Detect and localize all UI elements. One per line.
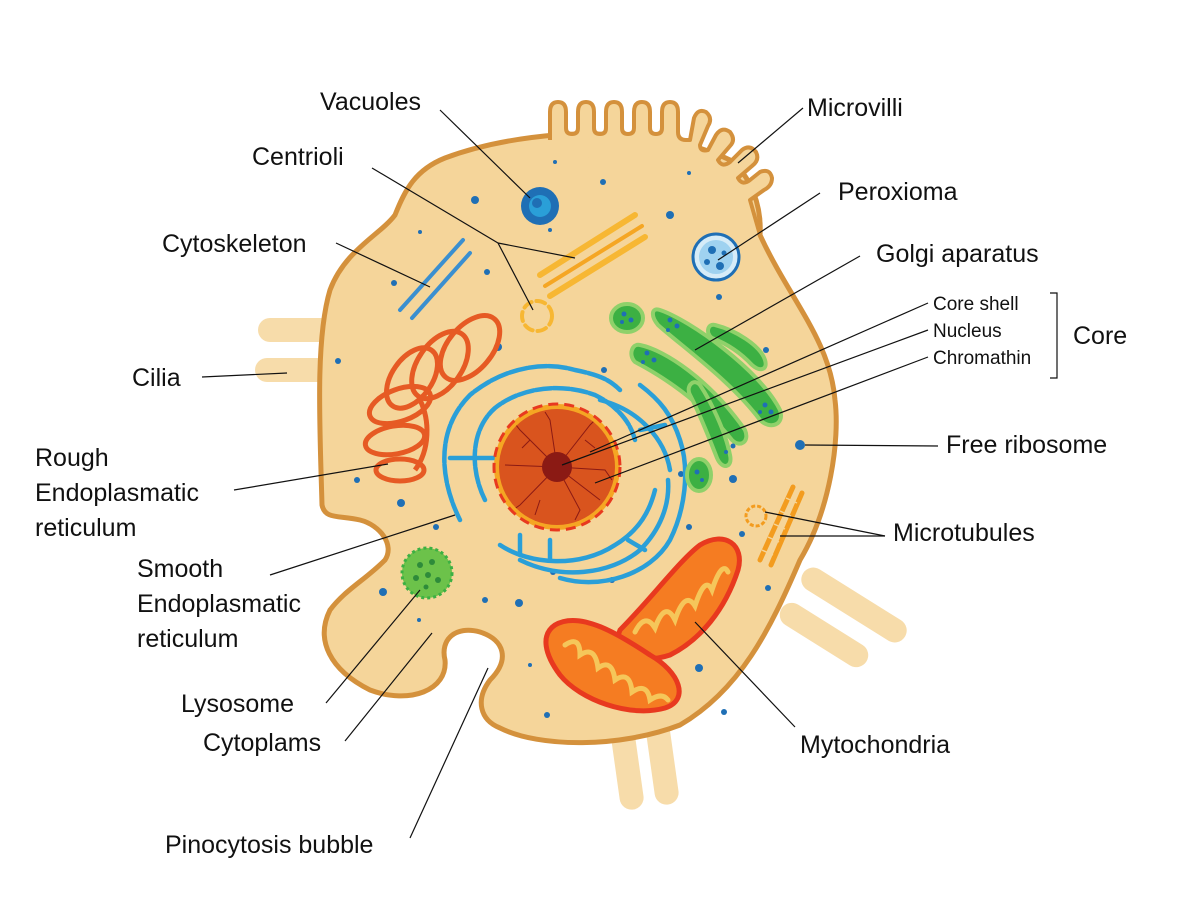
nucleus bbox=[492, 402, 622, 532]
vacuole bbox=[521, 187, 559, 225]
leader-core-shell bbox=[589, 302, 929, 453]
label-microvilli: Microvilli bbox=[807, 94, 903, 122]
label-rough-er-1: Rough bbox=[35, 444, 109, 472]
label-lysosome: Lysosome bbox=[181, 690, 294, 718]
nucleolus bbox=[542, 452, 572, 482]
leader-cytoskeleton bbox=[335, 242, 431, 288]
microtubules bbox=[744, 484, 805, 568]
leader-microvilli bbox=[737, 107, 804, 164]
label-smooth-er-3: reticulum bbox=[137, 625, 238, 653]
leader-chromathin bbox=[594, 356, 929, 484]
label-golgi: Golgi aparatus bbox=[876, 240, 1039, 268]
label-cilia: Cilia bbox=[132, 364, 181, 392]
label-smooth-er-1: Smooth bbox=[137, 555, 223, 583]
leader-cytoplasm bbox=[344, 632, 433, 742]
mitochondria bbox=[543, 536, 742, 714]
centrioles bbox=[520, 212, 648, 333]
leader-microtubules-a bbox=[764, 511, 886, 537]
leader-free-ribosome bbox=[804, 444, 939, 447]
leader-golgi bbox=[694, 255, 861, 351]
label-free-ribosome: Free ribosome bbox=[946, 431, 1107, 459]
leader-centrioli-b bbox=[497, 242, 534, 311]
leader-vacuoles bbox=[439, 109, 531, 199]
leader-nucleus bbox=[561, 329, 929, 466]
leader-smooth-er bbox=[269, 514, 456, 576]
label-mitochondria: Mytochondria bbox=[800, 731, 950, 759]
label-smooth-er-2: Endoplasmatic bbox=[137, 590, 301, 618]
leader-cilia bbox=[201, 372, 288, 378]
leader-peroxioma bbox=[717, 192, 821, 261]
label-peroxioma: Peroxioma bbox=[838, 178, 958, 206]
label-rough-er-2: Endoplasmatic bbox=[35, 479, 199, 507]
leader-pinocytosis bbox=[409, 667, 489, 839]
lysosome bbox=[400, 546, 454, 600]
cilia-group bbox=[255, 318, 907, 810]
label-nucleus: Nucleus bbox=[933, 321, 1002, 342]
leader-centrioli bbox=[371, 167, 499, 244]
label-centrioli: Centrioli bbox=[252, 143, 344, 171]
cytoskeleton bbox=[398, 238, 472, 320]
cilium bbox=[801, 567, 907, 643]
leader-lysosome bbox=[325, 589, 421, 704]
cilium bbox=[779, 602, 869, 668]
label-core-shell: Core shell bbox=[933, 294, 1019, 315]
peroxisome bbox=[691, 232, 741, 282]
leader-centrioli-a bbox=[497, 242, 576, 259]
label-cytoplasm: Cytoplams bbox=[203, 729, 321, 757]
labels: Vacuoles Centrioli Cytoskeleton Cilia Ro… bbox=[35, 88, 1127, 859]
label-rough-er-3: reticulum bbox=[35, 514, 136, 542]
label-pinocytosis: Pinocytosis bubble bbox=[165, 831, 373, 859]
label-core: Core bbox=[1073, 322, 1127, 350]
label-vacuoles: Vacuoles bbox=[320, 88, 421, 116]
cilium bbox=[645, 715, 679, 805]
core-bracket bbox=[1050, 292, 1058, 379]
leader-lines bbox=[201, 107, 1058, 839]
label-cytoskeleton: Cytoskeleton bbox=[162, 230, 307, 258]
rough-er bbox=[362, 313, 503, 484]
smooth-er bbox=[442, 363, 688, 585]
leader-mitochondria bbox=[694, 621, 796, 728]
label-microtubules: Microtubules bbox=[893, 519, 1035, 547]
microvilli bbox=[548, 100, 774, 236]
leader-rough-er bbox=[233, 463, 389, 491]
label-chromathin: Chromathin bbox=[933, 348, 1031, 369]
